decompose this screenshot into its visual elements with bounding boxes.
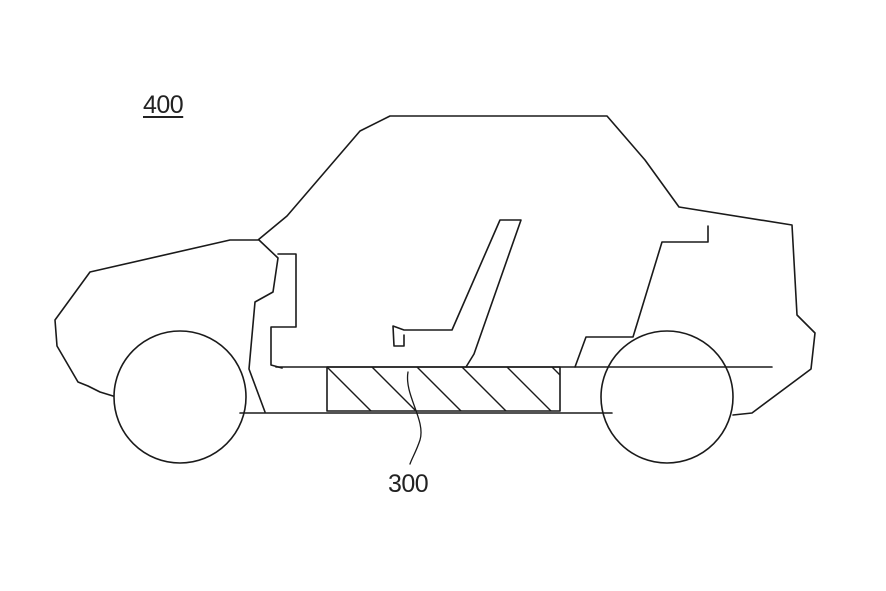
battery-pack	[327, 367, 560, 411]
battery-leader-line	[408, 372, 422, 464]
rear-pillar-contour	[575, 226, 708, 367]
front-wheel	[114, 331, 246, 463]
battery-hatching	[282, 367, 596, 411]
seat	[393, 220, 521, 367]
vehicle-reference-label: 400	[143, 93, 183, 118]
rear-wheel	[601, 331, 733, 463]
car-body-outline	[55, 116, 815, 415]
firewall-contour	[271, 254, 296, 368]
battery-reference-label: 300	[388, 472, 428, 497]
